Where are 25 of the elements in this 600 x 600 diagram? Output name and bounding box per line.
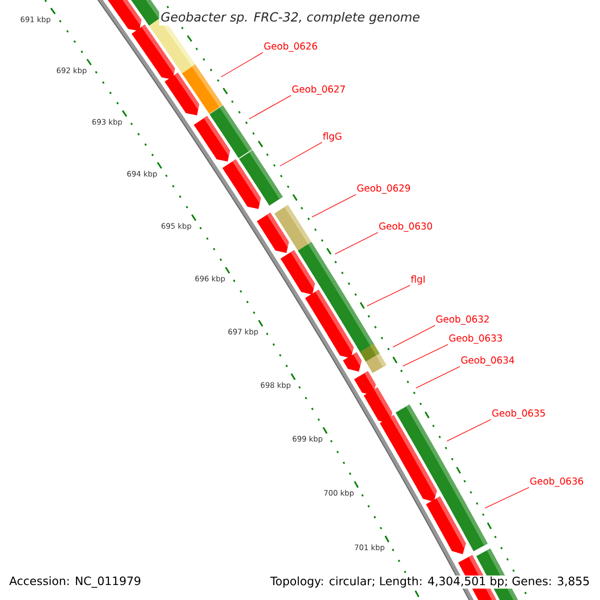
- leader-line: [280, 142, 322, 166]
- leader-line: [484, 487, 530, 508]
- leader-line: [312, 194, 356, 218]
- gene-label: flgG: [322, 132, 342, 142]
- gene-label: Geob_0635: [492, 409, 545, 419]
- gene-label: Geob_0633: [449, 334, 502, 344]
- footer-text: Topology: circular; Length: 4,304,501 bp; Genes: 3,855: [269, 575, 591, 589]
- leader-line: [248, 95, 292, 120]
- leader-line: [416, 366, 460, 388]
- gene-label: Geob_0627: [292, 85, 345, 95]
- leader-line: [446, 419, 492, 442]
- gene-label: Geob_0636: [530, 477, 584, 487]
- title: Geobacter sp. FRC-32, complete genome: [159, 10, 422, 26]
- leader-line: [402, 344, 448, 366]
- leader-line: [220, 52, 264, 78]
- gene-label: flgI: [410, 275, 425, 285]
- leader-line: [334, 232, 378, 254]
- gene-label: Geob_0632: [436, 315, 489, 325]
- gene-label: Geob_0630: [379, 222, 432, 232]
- gene-label: Geob_0634: [461, 356, 514, 366]
- leader-line: [392, 325, 436, 348]
- footer-text: Accession: NC_011979: [8, 575, 142, 589]
- gene-label: Geob_0629: [357, 184, 410, 194]
- leader-line: [366, 284, 410, 306]
- gene-label: Geob_0626: [264, 42, 318, 52]
